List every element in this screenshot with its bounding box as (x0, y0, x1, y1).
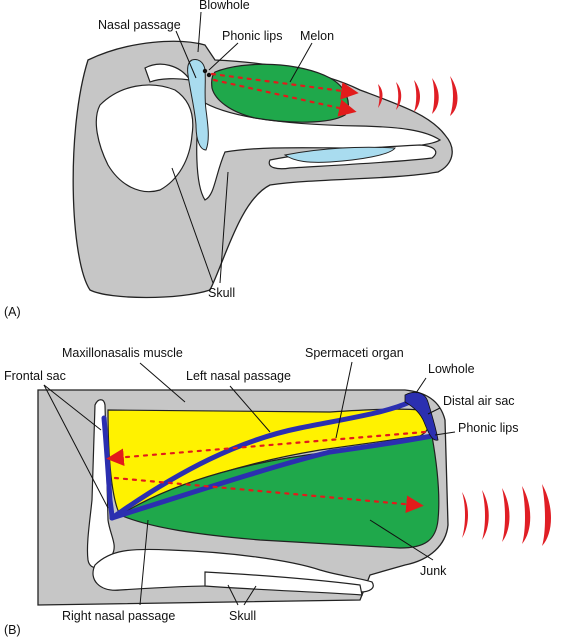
air-sac-a-lower (283, 146, 396, 163)
label-right-nasal-passage: Right nasal passage (62, 609, 175, 623)
sound-path-b-back (106, 430, 427, 467)
leader-left-nasal (229, 385, 271, 433)
leader-blowhole (197, 11, 202, 53)
panel-b: Maxillonasalis muscle Spermaceti organ F… (4, 346, 551, 637)
panel-b-tag: (B) (4, 623, 21, 637)
leader-junk (369, 519, 434, 561)
sound-waves-b (462, 484, 551, 546)
leader-phonic-lips-b (434, 431, 456, 436)
panel-a-tag: (A) (4, 305, 21, 319)
leader-nasal-passage (175, 30, 197, 79)
label-phonic-lips-a: Phonic lips (222, 29, 282, 43)
phonic-lips-a-dot (202, 68, 208, 74)
label-melon: Melon (300, 29, 334, 43)
label-junk: Junk (420, 564, 447, 578)
leader-right-nasal (139, 519, 149, 606)
left-nasal-passage (109, 399, 413, 521)
leader-skull-a-2 (219, 171, 229, 284)
leader-melon (289, 42, 313, 83)
leader-skull-b-2 (243, 585, 257, 606)
label-nasal-passage: Nasal passage (98, 18, 181, 32)
sound-waves-a (378, 76, 458, 116)
label-skull-b: Skull (229, 609, 256, 623)
label-lowhole: Lowhole (428, 362, 475, 376)
leader-spermaceti (335, 361, 353, 439)
label-phonic-lips-b: Phonic lips (458, 421, 518, 435)
panel-a: Blowhole Nasal passage Phonic lips Melon… (4, 0, 458, 319)
label-frontal-sac: Frontal sac (4, 369, 66, 383)
right-nasal-passage (109, 433, 435, 521)
melon (211, 63, 349, 123)
distal-air-sac (404, 391, 439, 441)
label-skull-a: Skull (208, 286, 235, 300)
leader-maxillonasalis (139, 362, 186, 403)
label-spermaceti-organ: Spermaceti organ (305, 346, 404, 360)
label-blowhole: Blowhole (199, 0, 250, 12)
skull-b-jaw (204, 571, 363, 596)
label-left-nasal-passage: Left nasal passage (186, 369, 291, 383)
label-maxillonasalis-muscle: Maxillonasalis muscle (62, 346, 183, 360)
frontal-sac (101, 415, 115, 521)
spermaceti-organ (107, 408, 431, 516)
leader-distal-air-sac (427, 407, 441, 415)
phonic-lips-a-dot (206, 72, 212, 78)
label-distal-air-sac: Distal air sac (443, 394, 515, 408)
leader-skull-b-1 (227, 584, 239, 606)
leader-frontal-sac-2 (43, 384, 109, 509)
leader-frontal-sac-1 (43, 384, 102, 431)
sound-path-a-1 (210, 72, 359, 100)
leader-lowhole (415, 377, 427, 394)
leader-phonic-lips-a (208, 42, 239, 71)
sound-path-b-forward (113, 476, 424, 513)
leader-skull-a-1 (171, 167, 214, 284)
